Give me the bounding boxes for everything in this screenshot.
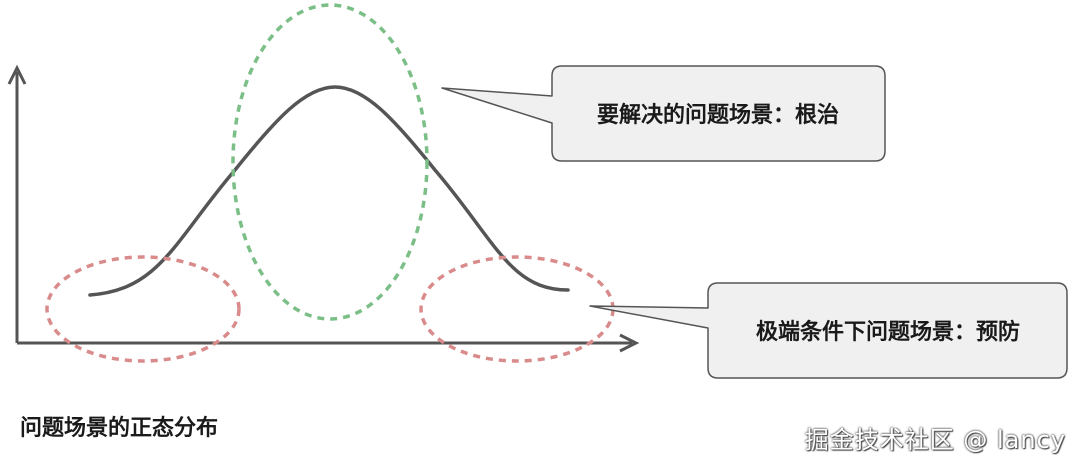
x-axis-arrowhead <box>619 333 640 353</box>
bottom-callout: 极端条件下问题场景：预防 <box>589 282 1068 379</box>
top-callout: 要解决的问题场景：根治 <box>441 65 886 162</box>
top-callout-text: 要解决的问题场景：根治 <box>597 102 839 128</box>
bell-curve <box>88 85 570 297</box>
center-region-ellipse <box>231 3 429 321</box>
axes <box>7 64 640 353</box>
watermark: 掘金技术社区 @ lancy <box>804 426 1066 454</box>
bottom-callout-bubble <box>589 282 1068 379</box>
left-tail-ellipse <box>45 255 241 363</box>
y-axis-arrowhead <box>7 64 27 85</box>
top-callout-bubble <box>441 65 886 162</box>
diagram-caption: 问题场景的正态分布 <box>20 416 219 441</box>
bottom-callout-text: 极端条件下问题场景：预防 <box>756 319 1020 345</box>
